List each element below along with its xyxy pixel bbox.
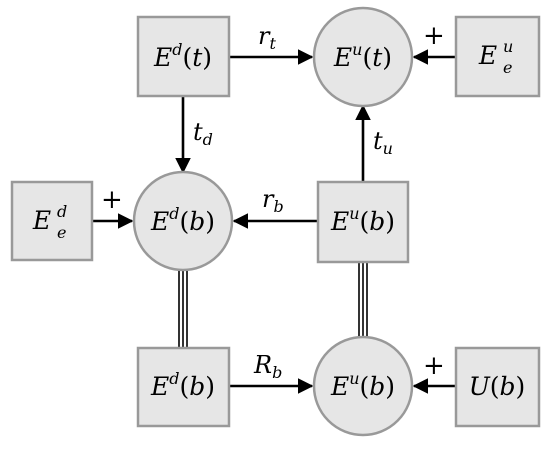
svg-text:e: e: [503, 58, 512, 77]
label-td: td: [193, 118, 213, 149]
svg-text:e: e: [57, 223, 66, 242]
node-edb: Ed(b): [132, 170, 234, 272]
label-rt: rt: [258, 22, 276, 53]
svg-text:E: E: [478, 41, 497, 70]
double-line-right: [358, 262, 368, 337]
label-rb: rb: [262, 185, 284, 216]
node-ede: E d e: [10, 180, 94, 262]
svg-text:Eu(b): Eu(b): [330, 204, 395, 236]
svg-text:Eu(b): Eu(b): [330, 369, 395, 401]
node-eut: Eu(t): [312, 6, 414, 108]
node-ub: U(b): [454, 346, 541, 428]
label-Rb: Rb: [253, 351, 282, 382]
plus-sign-top: +: [423, 21, 445, 51]
svg-text:Ed(b): Ed(b): [150, 204, 215, 236]
node-eub: Eu(b): [316, 180, 410, 264]
plus-sign-bottom: +: [423, 351, 445, 381]
svg-text:d: d: [57, 202, 67, 221]
node-edb2: Ed(b): [136, 346, 231, 428]
svg-text:U(b): U(b): [469, 372, 526, 401]
svg-text:Ed(t): Ed(t): [153, 40, 212, 72]
double-line-left: [178, 270, 188, 347]
plus-sign-left: +: [101, 185, 123, 215]
node-edt: Ed(t): [136, 15, 231, 98]
node-eue: E u e: [454, 15, 541, 98]
svg-text:Ed(b): Ed(b): [150, 369, 215, 401]
svg-text:E: E: [32, 206, 51, 235]
svg-text:Eu(t): Eu(t): [333, 40, 392, 72]
node-eub2: Eu(b): [312, 335, 414, 437]
svg-text:u: u: [503, 37, 513, 56]
label-tu: tu: [373, 127, 393, 158]
